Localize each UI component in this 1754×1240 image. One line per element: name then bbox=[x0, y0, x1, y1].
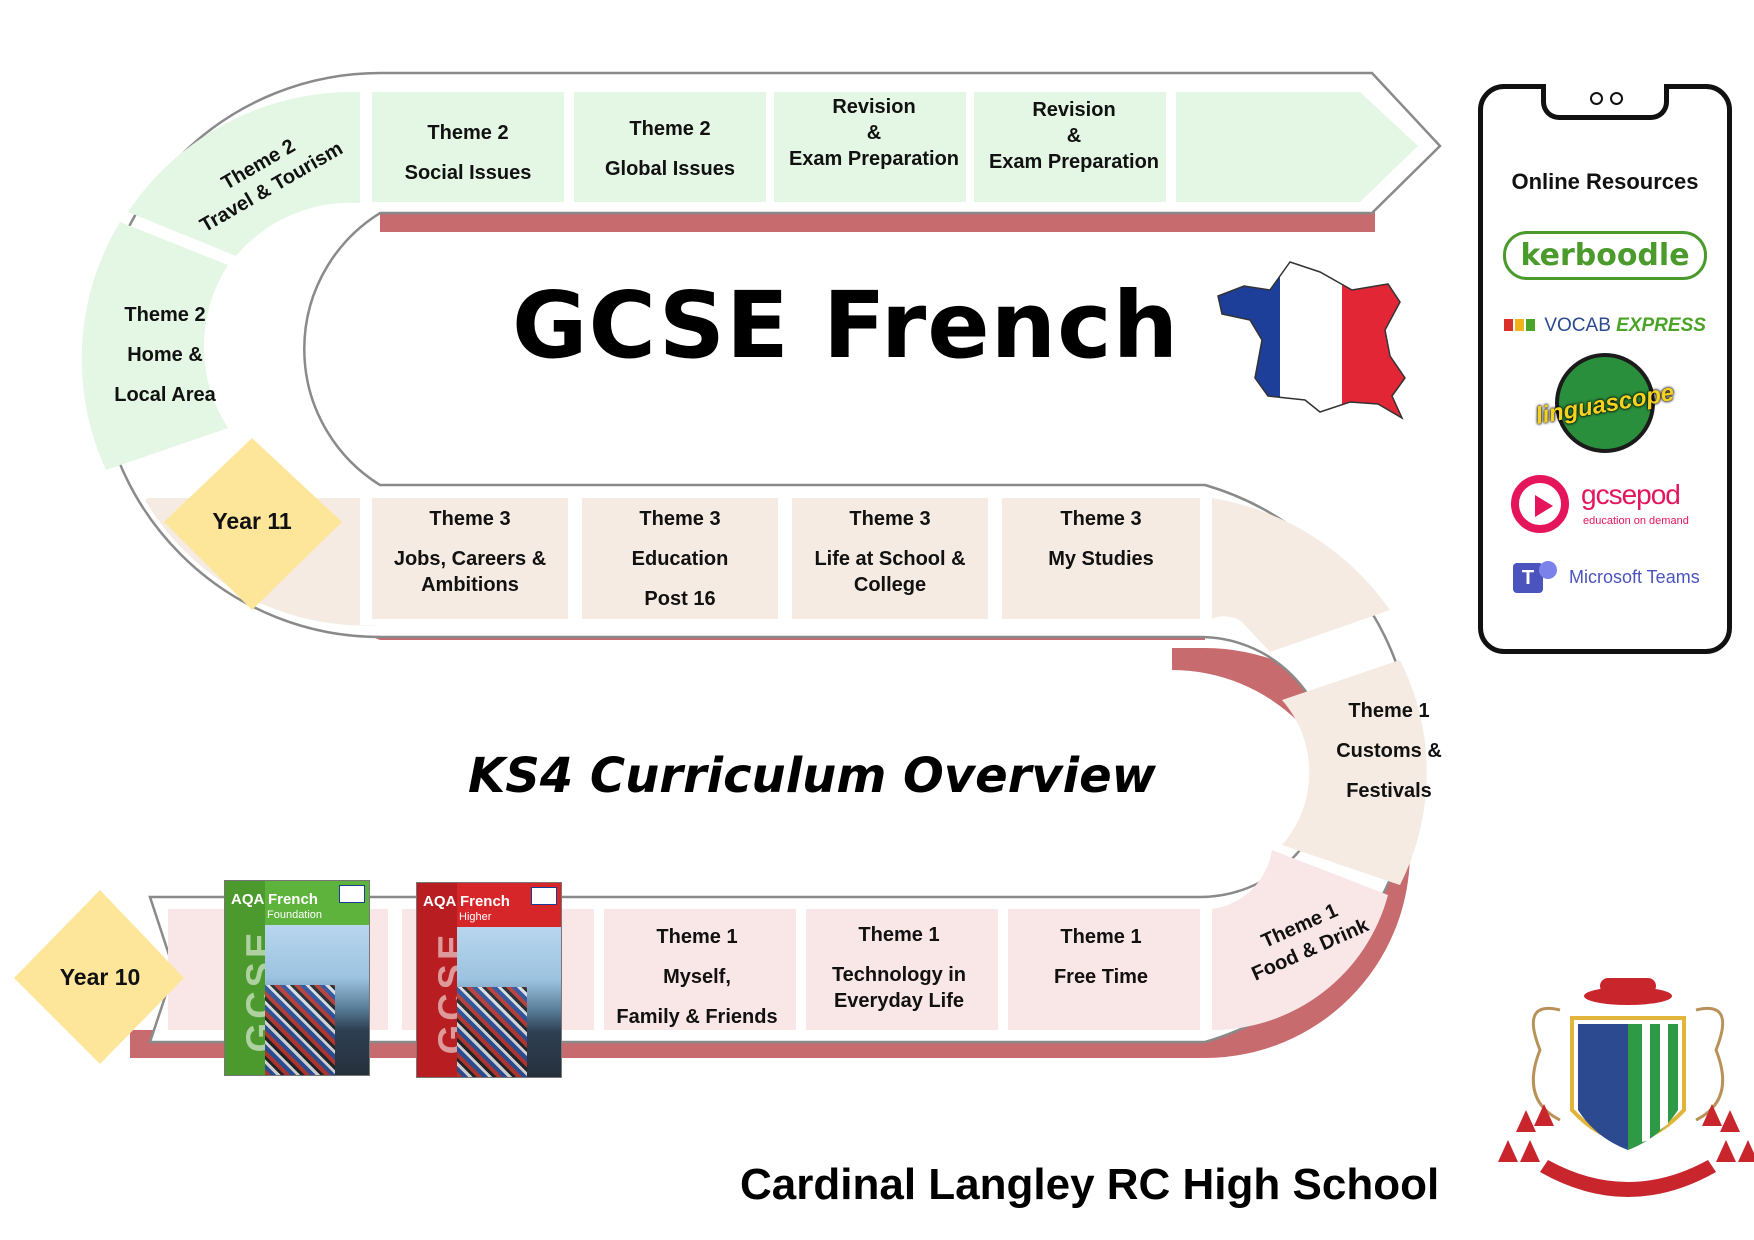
vocab-bars-icon bbox=[1504, 315, 1539, 337]
vocab-express-logo[interactable]: VOCAB EXPRESS bbox=[1483, 315, 1727, 337]
page-subtitle: KS4 Curriculum Overview bbox=[468, 748, 1157, 804]
linguascope-logo[interactable]: linguascope bbox=[1521, 351, 1689, 457]
topic-home-local-area: Theme 2 Home & Local Area bbox=[114, 304, 216, 406]
school-name: Cardinal Langley RC High School bbox=[740, 1160, 1440, 1209]
gcsepod-logo[interactable]: gcsepod education on demand bbox=[1511, 473, 1711, 543]
year11-top-tiles bbox=[81, 91, 1418, 470]
road-shadow-bottom bbox=[130, 648, 1410, 1058]
topic-my-studies: Theme 3 My Studies bbox=[1048, 508, 1154, 570]
textbook-higher: GCSE AQA French Higher bbox=[416, 882, 562, 1078]
year10-label: Year 10 bbox=[59, 964, 141, 990]
year11-label: Year 11 bbox=[212, 508, 292, 534]
textbook-foundation: GCSE AQA French Foundation bbox=[224, 880, 370, 1076]
school-crest bbox=[1498, 978, 1754, 1197]
topic-jobs-careers: Theme 3 Jobs, Careers & Ambitions bbox=[393, 508, 547, 596]
topic-technology-everyday-life: Theme 1 Technology in Everyday Life bbox=[831, 924, 967, 1012]
teams-icon: T bbox=[1513, 563, 1543, 593]
topic-revision-1: Revision & Exam Preparation bbox=[788, 96, 960, 170]
topic-customs-festivals: Theme 1 Customs & Festivals bbox=[1336, 700, 1442, 802]
topic-myself-family-friends: Theme 1 Myself, Family & Friends bbox=[616, 926, 778, 1028]
online-resources-heading: Online Resources bbox=[1511, 169, 1699, 194]
topic-education-post-16: Theme 3 Education Post 16 bbox=[631, 508, 729, 610]
kerboodle-text: kerboodle bbox=[1503, 231, 1707, 280]
road-shadow-inner bbox=[380, 210, 1375, 232]
france-flag-map bbox=[1217, 261, 1406, 420]
linguascope-badge-icon bbox=[1555, 353, 1655, 453]
topic-global-issues: Theme 2 Global Issues bbox=[604, 118, 736, 180]
year10-diamond bbox=[14, 890, 184, 1064]
kerboodle-logo[interactable]: kerboodle bbox=[1483, 231, 1727, 280]
online-resources-phone: Online Resources kerboodle VOCAB EXPRESS… bbox=[1478, 84, 1732, 654]
topic-revision-2: Revision & Exam Preparation bbox=[988, 99, 1160, 173]
topic-life-at-school: Theme 3 Life at School & College bbox=[814, 508, 966, 596]
page-title: GCSE French bbox=[512, 272, 1180, 379]
year11-diamond bbox=[164, 438, 342, 610]
gcsepod-play-icon bbox=[1511, 475, 1569, 533]
topic-free-time: Theme 1 Free Time bbox=[1053, 926, 1149, 988]
topic-social-issues: Theme 2 Social Issues bbox=[404, 122, 532, 184]
microsoft-teams-logo[interactable]: T Microsoft Teams bbox=[1513, 559, 1713, 605]
